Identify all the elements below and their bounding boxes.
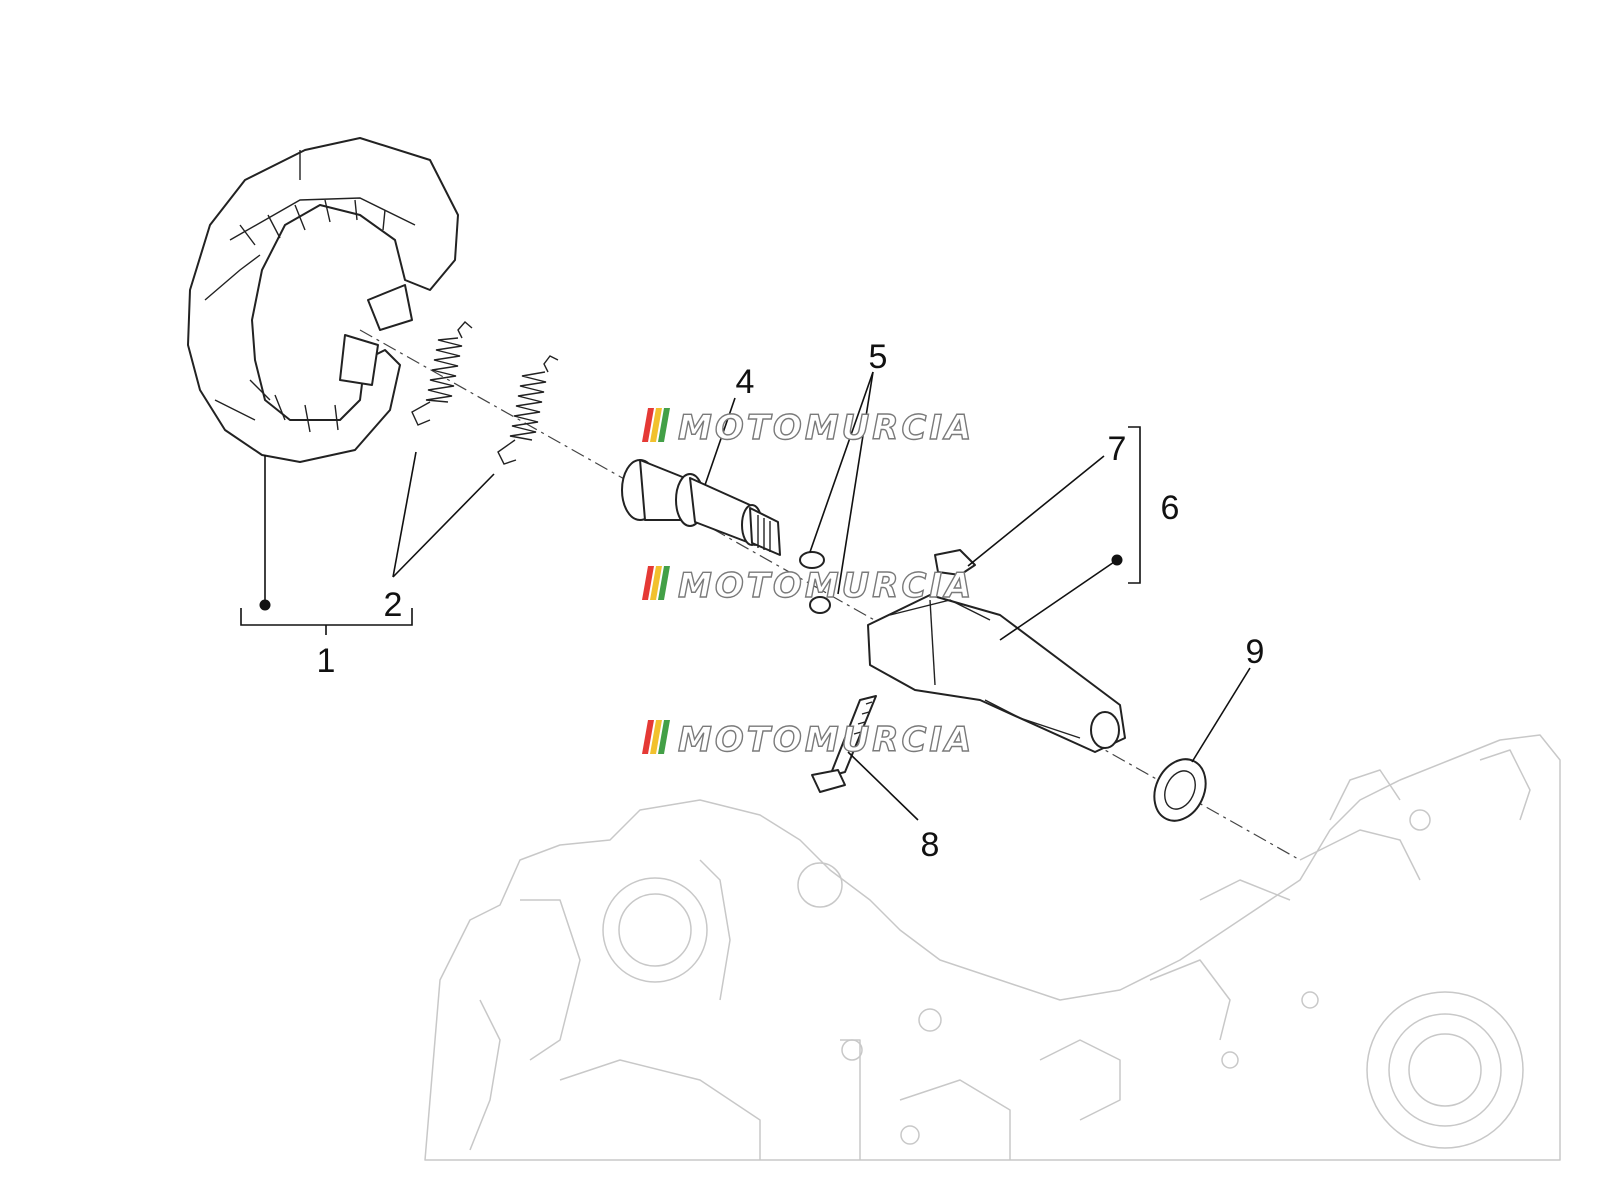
callout-1: 1 [317, 642, 336, 680]
brake-shoe-set [187, 137, 459, 611]
watermark-text: MOTOMURCIA [678, 408, 974, 448]
watermark-stripe-yellow [650, 720, 662, 754]
callout-4: 4 [736, 363, 755, 401]
assembly-axis-line [359, 329, 1301, 861]
watermark: MOTOMURCIA [642, 719, 974, 761]
callout-5: 5 [869, 338, 888, 376]
watermark-stripe-green [658, 566, 670, 600]
callout-7: 7 [1108, 430, 1127, 468]
brake-cam-shaft [621, 397, 781, 556]
brake-lever [867, 426, 1141, 753]
callout-8: 8 [921, 826, 940, 864]
watermark-stripe-green [658, 408, 670, 442]
watermark-stripe-yellow [650, 566, 662, 600]
watermark-text: MOTOMURCIA [678, 720, 974, 760]
bolt [811, 695, 919, 821]
watermark: MOTOMURCIA [642, 407, 974, 449]
circlips [799, 371, 874, 614]
watermark-stripe-yellow [650, 408, 662, 442]
seal-washer [1153, 667, 1251, 822]
watermark: MOTOMURCIA [642, 565, 974, 607]
brake-springs [392, 321, 559, 578]
engine-crankcase-drawing [424, 734, 1561, 1161]
watermark-stripe-green [658, 720, 670, 754]
watermark-stripe-red [642, 408, 654, 442]
watermark-stripe-red [642, 566, 654, 600]
assembly-bracket [240, 608, 413, 635]
callout-6: 6 [1161, 489, 1180, 527]
watermark-stripe-red [642, 720, 654, 754]
callout-9: 9 [1246, 633, 1265, 671]
watermark-text: MOTOMURCIA [678, 566, 974, 606]
callout-2: 2 [384, 586, 403, 624]
key-block [934, 455, 1105, 576]
